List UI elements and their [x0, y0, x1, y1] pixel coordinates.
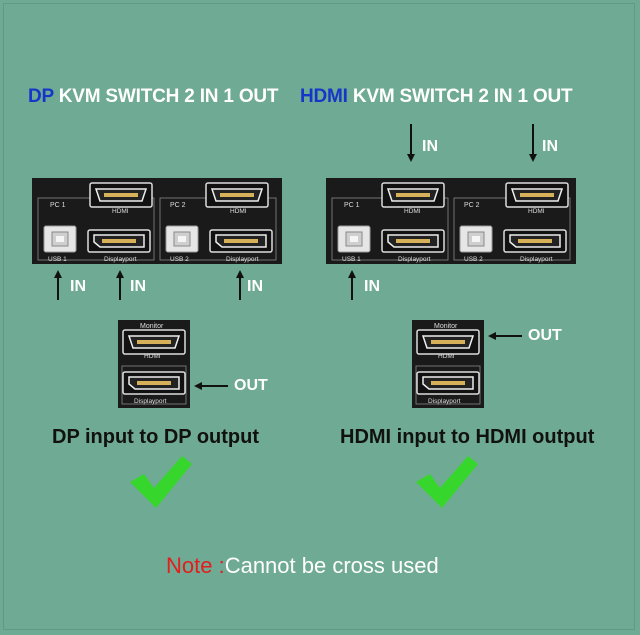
- note-label: Note :: [166, 553, 225, 578]
- dp-label-pc1-right: Displayport: [398, 256, 431, 263]
- monitor-dp-port-right: [416, 371, 480, 395]
- dp-label-pc1-left: Displayport: [104, 256, 137, 263]
- checkmark-icon-left: [130, 456, 192, 508]
- hdmi-label-pc1-right: HDMI: [404, 208, 421, 215]
- kvm-connection-diagram: PC 1 HDMI USB 1 Displayport PC 2 HDMI US…: [32, 124, 576, 408]
- hdmi-title-rest: KVM SWITCH 2 IN 1 OUT: [347, 86, 573, 107]
- hdmi-title-highlight: HDMI: [300, 86, 348, 107]
- monitor-dp-port-left: [122, 371, 186, 395]
- pc2-label-left: PC 2: [170, 202, 186, 209]
- note-text: Cannot be cross used: [224, 553, 439, 578]
- usb2-label-left: USB 2: [170, 256, 189, 263]
- hdmi-label-pc2-left: HDMI: [230, 208, 247, 215]
- in-label-dp2-left: IN: [247, 278, 263, 295]
- cross-use-note: Note :Cannot be cross used: [166, 553, 439, 579]
- dp-port-pc2-right: [503, 229, 567, 253]
- monitor-dp-label-left: Displayport: [134, 398, 167, 405]
- hdmi-port-pc1-left: [89, 182, 153, 208]
- hdmi-port-pc2-right: [505, 182, 569, 208]
- dp-title-rest: KVM SWITCH 2 IN 1 OUT: [53, 86, 279, 107]
- usb1-label-left: USB 1: [48, 256, 67, 263]
- dp-monitor-output-unit: Monitor HDMI Displayport: [118, 320, 190, 408]
- dp-port-pc2-left: [209, 229, 273, 253]
- image-frame: [3, 3, 635, 630]
- dp-title-highlight: DP: [28, 86, 54, 107]
- hdmi-label-pc2-right: HDMI: [528, 208, 545, 215]
- pc1-label-right: PC 1: [344, 202, 360, 209]
- dp-kvm-title: DP KVM SWITCH 2 IN 1 OUT: [28, 86, 279, 108]
- hdmi-port-pc1-right: [381, 182, 445, 208]
- hdmi-kvm-switch-device: PC 1 HDMI USB 1 Displayport PC 2 HDMI US…: [326, 178, 576, 264]
- pc2-label-right: PC 2: [464, 202, 480, 209]
- pc1-label-left: PC 1: [50, 202, 66, 209]
- monitor-hdmi-label-right: HDMI: [438, 353, 455, 360]
- in-label-hdmi2-right: IN: [542, 138, 558, 155]
- checkmark-icon-right: [416, 456, 478, 508]
- in-label-hdmi1-right: IN: [422, 138, 438, 155]
- usb2-port-left: [165, 225, 199, 253]
- monitor-dp-label-right: Displayport: [428, 398, 461, 405]
- dp-caption: DP input to DP output: [52, 426, 260, 448]
- dp-port-pc1-left: [87, 229, 151, 253]
- monitor-hdmi-port-right: [416, 329, 480, 355]
- usb1-label-right: USB 1: [342, 256, 361, 263]
- dp-kvm-switch-device: PC 1 HDMI USB 1 Displayport PC 2 HDMI US…: [32, 178, 282, 264]
- hdmi-caption: HDMI input to HDMI output: [340, 426, 595, 448]
- pc2-port-group-right: PC 2 HDMI USB 2 Displayport: [453, 182, 571, 263]
- hdmi-kvm-title: HDMI KVM SWITCH 2 IN 1 OUT: [300, 86, 573, 108]
- monitor-label-left: Monitor: [140, 323, 164, 330]
- pc1-port-group-right: PC 1 HDMI USB 1 Displayport: [331, 182, 449, 263]
- monitor-hdmi-port-left: [122, 329, 186, 355]
- out-label-left: OUT: [234, 377, 268, 394]
- usb1-port-right: [337, 225, 371, 253]
- hdmi-label-pc1-left: HDMI: [112, 208, 129, 215]
- in-label-usb1-left: IN: [70, 278, 86, 295]
- pc2-port-group-left: PC 2 HDMI USB 2 Displayport: [159, 182, 277, 263]
- monitor-hdmi-label-left: HDMI: [144, 353, 161, 360]
- in-label-usb1-right: IN: [364, 278, 380, 295]
- hdmi-monitor-output-unit: Monitor HDMI Displayport: [412, 320, 484, 408]
- dp-port-pc1-right: [381, 229, 445, 253]
- dp-label-pc2-left: Displayport: [226, 256, 259, 263]
- monitor-label-right: Monitor: [434, 323, 458, 330]
- dp-label-pc2-right: Displayport: [520, 256, 553, 263]
- hdmi-port-pc2-left: [205, 182, 269, 208]
- out-label-right: OUT: [528, 327, 562, 344]
- in-label-dp1-left: IN: [130, 278, 146, 295]
- usb1-port-left: [43, 225, 77, 253]
- usb2-label-right: USB 2: [464, 256, 483, 263]
- usb2-port-right: [459, 225, 493, 253]
- pc1-port-group-left: PC 1 HDMI USB 1 Displayport: [37, 182, 155, 263]
